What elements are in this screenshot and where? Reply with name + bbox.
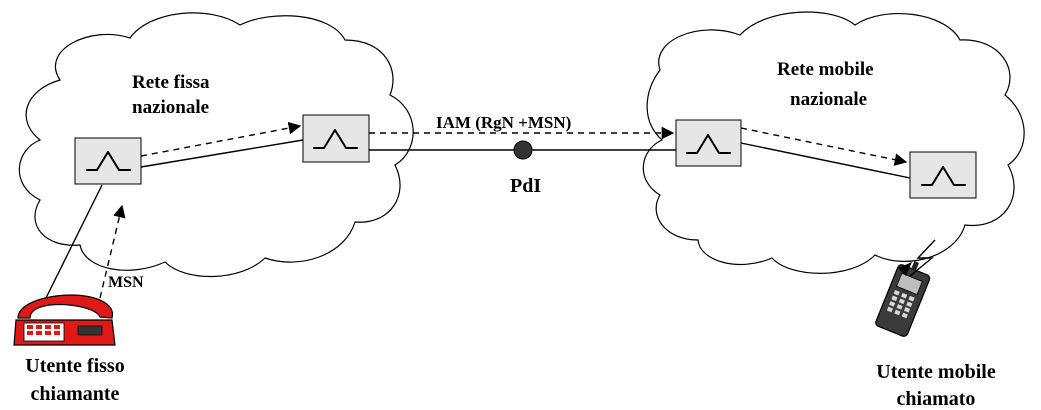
msn-label: MSN xyxy=(108,274,144,291)
radio-link-icon xyxy=(898,239,936,277)
mobile-network-cloud xyxy=(642,11,1025,274)
switch-icon xyxy=(921,166,966,186)
switch-fixed-transit xyxy=(302,114,370,163)
link-fixed-local-to-transit xyxy=(140,139,304,168)
caller-label-line2: chiamante xyxy=(31,383,120,405)
switch-icon xyxy=(686,134,731,154)
signal-msn xyxy=(99,204,126,299)
callee-label-line1: Utente mobile xyxy=(876,361,996,383)
switch-mobile-msc xyxy=(909,151,977,199)
mobile-phone-icon xyxy=(875,261,931,337)
pdi-label: PdI xyxy=(510,175,541,197)
caller-label-line1: Utente fisso xyxy=(25,355,124,377)
fixed-network-label-line2: nazionale xyxy=(132,97,209,118)
switch-mobile-gateway xyxy=(675,119,742,167)
fixed-network-label-line1: Rete fissa xyxy=(132,72,210,93)
switch-icon xyxy=(86,151,131,171)
switch-icon xyxy=(313,129,358,149)
pdi-point xyxy=(513,140,533,160)
iam-label: IAM (RgN +MSN) xyxy=(436,113,571,132)
telephone-icon xyxy=(13,294,116,346)
switch-fixed-local xyxy=(74,137,142,185)
link-mobile-gateway-to-msc xyxy=(740,142,911,179)
signal-fixed-local-to-transit xyxy=(140,121,302,157)
mobile-network-label-line2: nazionale xyxy=(790,89,867,110)
mobile-network-label-line1: Rete mobile xyxy=(777,59,874,80)
link-phone-to-local-exchange xyxy=(44,184,103,301)
callee-label-line2: chiamato xyxy=(897,388,976,410)
